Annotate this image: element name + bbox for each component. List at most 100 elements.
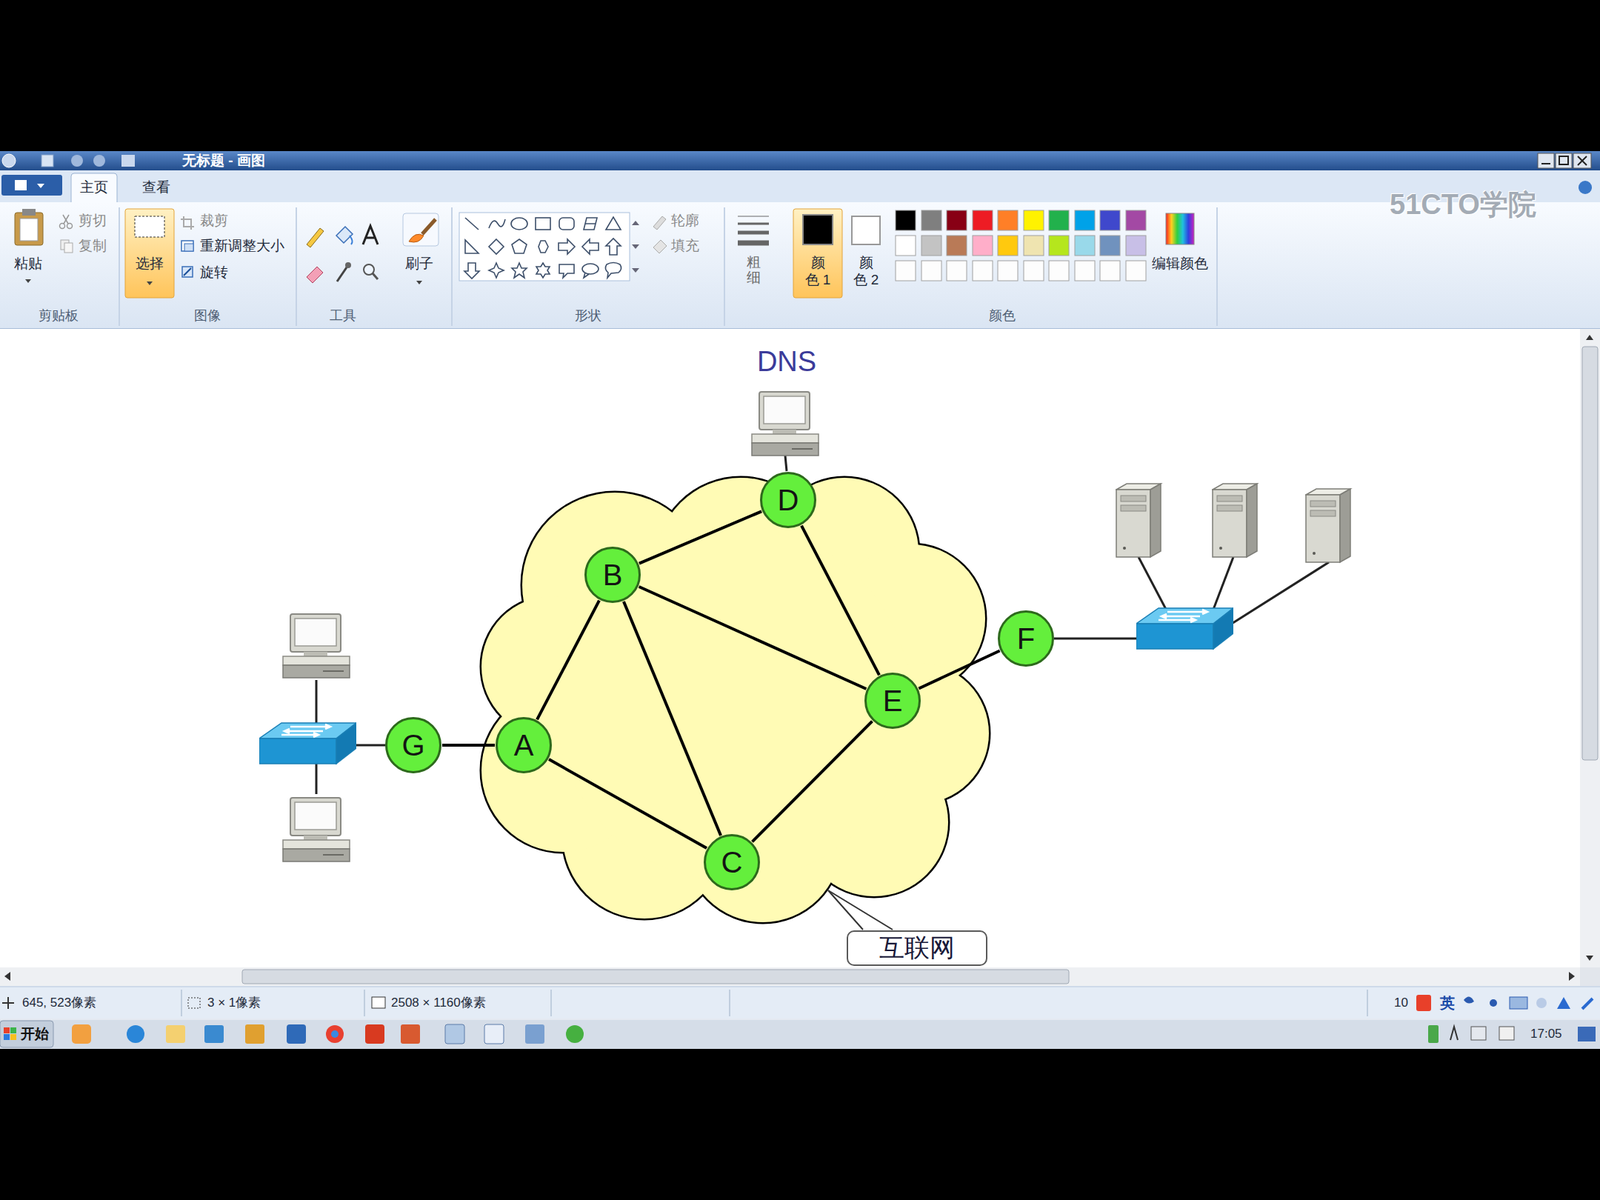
button-label: 重新调整大小 (200, 237, 285, 255)
scrollbar-part (1582, 346, 1598, 760)
ribbon-part (64, 242, 73, 253)
taskbar-part-part (484, 1024, 504, 1044)
ribbon-part-part (605, 262, 621, 279)
status-text: 3 × 1像素 (207, 995, 261, 1011)
status-bar-part (1557, 997, 1571, 1009)
router-circle (865, 674, 920, 729)
button-label: 选择 (135, 255, 164, 272)
ribbon-part-part (1048, 210, 1069, 231)
router-node: A (495, 717, 552, 774)
ribbon-part-part (1100, 260, 1120, 281)
ribbon-part-part (464, 262, 480, 279)
ribbon-part (0, 202, 1600, 329)
taskbar-part-part (331, 1030, 339, 1038)
network-wire-part (1054, 637, 1143, 640)
status-bar-part (188, 997, 200, 1009)
ribbon-part (1216, 207, 1218, 326)
ribbon-part (653, 240, 667, 254)
network-wire (316, 455, 1329, 795)
ribbon-part-part (1023, 210, 1044, 231)
clock-holder: 17:05 (1530, 1026, 1563, 1042)
window-title: 无标题 - 画图 (182, 152, 266, 169)
ribbon-part-part (488, 262, 504, 278)
ribbon-part (372, 273, 378, 280)
ribbon-part (180, 216, 195, 230)
internet-cloud-part (481, 477, 989, 923)
group-label-holder: 剪贴板 (38, 308, 79, 324)
title-bar-part (41, 154, 54, 167)
status-bar-part-part (1366, 989, 1369, 1017)
ribbon-part-part (895, 210, 916, 231)
network-link (639, 511, 762, 563)
ime-indicator-holder: 英 (1440, 994, 1455, 1012)
button-label: 旋转 (200, 264, 229, 281)
scrollbar-part (1580, 967, 1600, 986)
taskbar-part-part (325, 1025, 344, 1043)
ribbon-part-part (605, 217, 621, 230)
start-button: 开始 (20, 1025, 49, 1043)
status-bar-part (2, 997, 15, 1009)
ribbon-part (25, 279, 32, 283)
network-link (639, 586, 867, 689)
ribbon-part-part (488, 239, 504, 255)
button-label-holder: 刷子 (405, 255, 434, 272)
button-label: 剪切 (78, 212, 107, 229)
router-letter: C (721, 845, 743, 879)
ribbon-part-part (997, 210, 1018, 231)
network-wire-part (315, 761, 318, 795)
title-bar-part (93, 154, 106, 167)
ribbon-part (125, 208, 175, 298)
clock: 17:05 (1530, 1026, 1563, 1042)
status-bar-part-part (728, 989, 731, 1017)
ribbon-part-part (997, 260, 1018, 281)
taskbar-part-part (71, 1024, 92, 1044)
ribbon-part (459, 212, 630, 281)
ribbon-part (402, 213, 439, 246)
button-label-holder: 粘贴 (14, 255, 43, 272)
ribbon-part-part (583, 272, 589, 278)
scrollbar-part (242, 969, 1069, 984)
ribbon-tab-holder: 查看 (142, 179, 171, 196)
status-bar-part (0, 986, 1600, 988)
ribbon-part (295, 207, 298, 326)
button-label: 粗细 (746, 254, 761, 286)
router-node: G (385, 717, 442, 774)
group-label: 颜色 (988, 308, 1016, 324)
group-label-holder: 图像 (194, 308, 221, 324)
ribbon-part (22, 208, 36, 216)
taskbar-part (0, 1018, 1600, 1049)
scrollbar-part (4, 971, 11, 981)
ribbon-part-part (538, 240, 549, 253)
button-label-holder: 颜色 1 (804, 254, 832, 289)
taskbar-part (3, 1034, 10, 1040)
title-bar-part (0, 151, 1600, 171)
dns-computer (751, 391, 819, 456)
ribbon-part-part (559, 264, 575, 278)
ribbon (0, 202, 1600, 329)
tab-row (0, 170, 1600, 203)
network-wire-part (785, 455, 787, 472)
status-bar-part-part (550, 989, 552, 1017)
ribbon-part (67, 223, 73, 229)
network-link (623, 601, 721, 836)
ribbon-part (306, 266, 323, 283)
status-text-holder: 10 (1394, 995, 1409, 1011)
title-bar-part (1555, 153, 1572, 169)
tab-row-part (1, 174, 63, 196)
leader-line (828, 890, 893, 930)
ribbon-part-part (559, 217, 575, 230)
ribbon-part (737, 231, 769, 235)
ribbon-part (723, 207, 726, 326)
button-label-holder: 重新调整大小 (200, 237, 285, 255)
ribbon-part (181, 240, 194, 252)
ribbon-part-part (535, 217, 551, 230)
status-text-holder: 645, 523像素 (22, 995, 97, 1011)
ribbon-part (349, 235, 353, 245)
taskbar-part-part (565, 1025, 584, 1043)
taskbar-part (1577, 1026, 1596, 1042)
taskbar-part-part (286, 1024, 306, 1044)
button-label-holder: 颜色 2 (852, 254, 880, 289)
server-icon (1116, 483, 1161, 558)
paint-canvas (0, 328, 1580, 968)
group-label-holder: 形状 (574, 308, 602, 324)
